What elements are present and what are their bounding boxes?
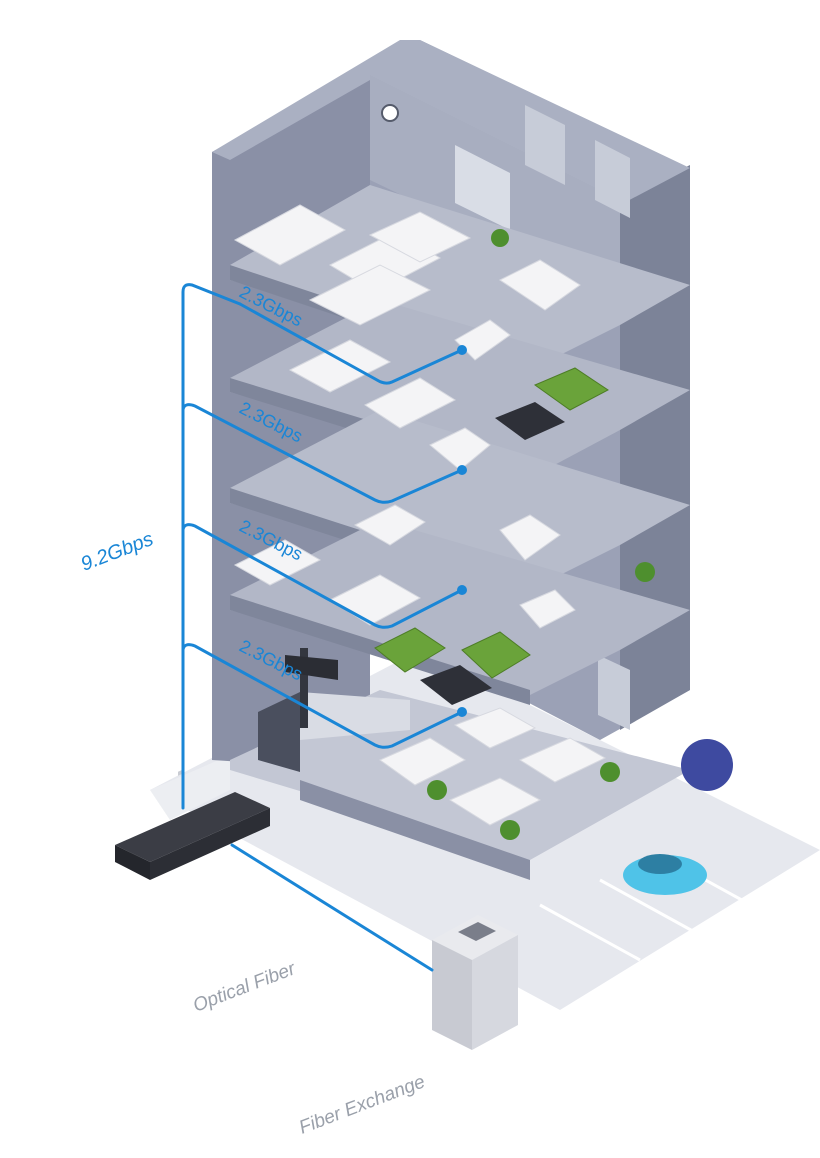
sidewalk [150,755,230,820]
floor-3-link [181,403,464,504]
trunk-line [181,283,242,810]
fiber-exchange-label: Fiber Exchange [296,1071,428,1138]
endpoint-floor-3 [457,465,467,475]
floor-4-link [238,302,464,385]
coffee-tables [420,402,565,705]
fiber-link [230,843,434,972]
green-sofas [374,367,609,679]
endpoint-floor-4 [457,345,467,355]
total-speed-label: 9.2Gbps [78,528,156,576]
elevator-doors [455,105,630,730]
network-links [181,283,464,972]
wall-clock-icon [381,104,399,122]
fiber-exchange-server [432,915,518,1050]
floor-2-link [181,523,464,629]
endpoint-floor-1 [457,707,467,717]
network-switch [115,769,270,880]
link-endpoints [457,345,467,717]
office-furniture [233,204,607,826]
floor-1-link [181,643,464,749]
optical-fiber-label: Optical Fiber [190,958,299,1016]
reception-desk [258,648,410,772]
parked-car [623,854,707,895]
plants [427,229,733,840]
building-roof-edge [212,40,690,205]
building-right-wall [620,165,690,730]
endpoint-floor-2 [457,585,467,595]
lobby-slab-edge [300,780,530,880]
